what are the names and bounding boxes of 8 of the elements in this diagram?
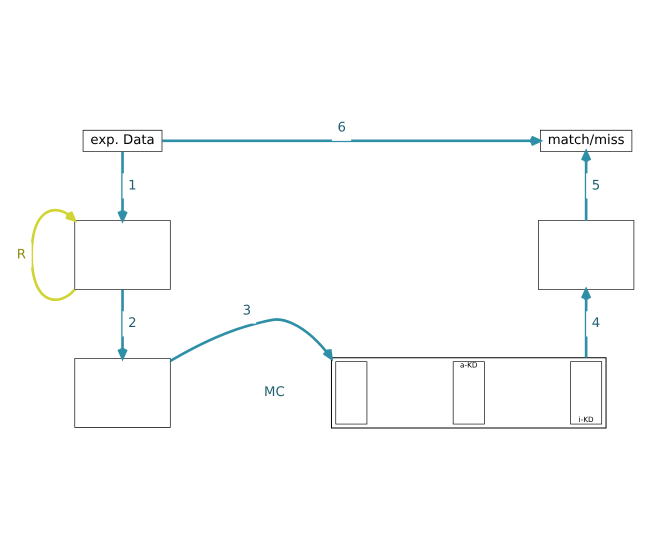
edge-label: 2 (128, 316, 137, 331)
edge-label: R (16, 246, 26, 262)
edge-label: 3 (242, 302, 252, 318)
edge-label: 1 (128, 178, 137, 193)
label: MC (264, 384, 285, 400)
edge-label: 5 (592, 178, 600, 193)
edge-label: 6 (338, 120, 346, 136)
edge-label: 4 (592, 316, 600, 331)
